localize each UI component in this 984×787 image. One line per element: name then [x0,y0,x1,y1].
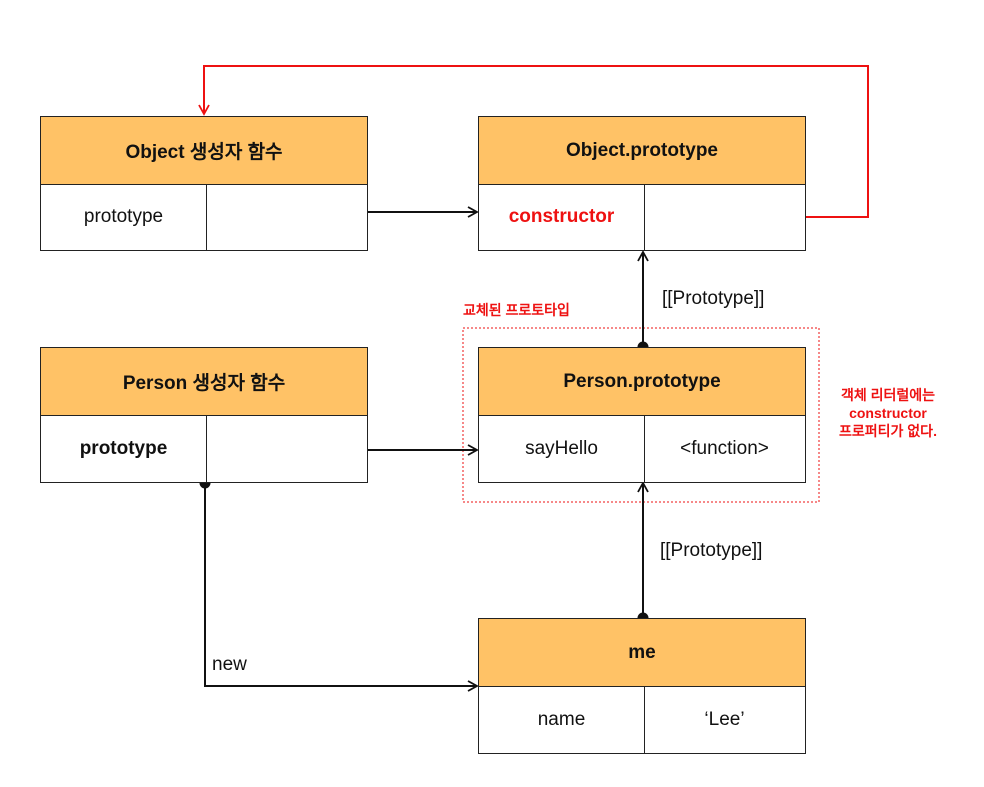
replaced-prototype-label: 교체된 프로토타입 [463,302,570,318]
note-line-1: 객체 리터럴에는 [840,387,936,403]
me-title: me [479,619,805,687]
person-constructor-box: Person 생성자 함수 prototype [40,347,368,483]
proto-link-label-lower: [[Prototype]] [660,540,763,561]
object-constructor-prototype-key: prototype [41,184,207,250]
object-prototype-title: Object.prototype [479,117,805,185]
me-name-key: name [479,686,645,753]
me-name-value: ‘Lee’ [704,708,745,730]
person-prototype-sayhello-key: sayHello [479,415,645,482]
constructor-missing-note: 객체 리터럴에는 constructor 프로퍼티가 없다. [826,386,950,440]
object-prototype-constructor-value [644,184,805,250]
replaced-prototype-frame [462,327,820,503]
proto-link-label-upper: [[Prototype]] [662,288,765,309]
object-constructor-title: Object 생성자 함수 [41,117,367,185]
person-prototype-sayhello-value: <function> [680,437,769,459]
person-constructor-prototype-key: prototype [41,415,207,482]
person-constructor-title: Person 생성자 함수 [41,348,367,416]
new-label: new [212,654,247,675]
note-line-2: constructor [849,405,927,421]
person-prototype-title: Person.prototype [479,348,805,416]
object-prototype-box: Object.prototype constructor [478,116,806,251]
object-constructor-prototype-value [206,184,367,250]
person-constructor-prototype-value [206,415,367,482]
person-prototype-box: Person.prototype sayHello <function> [478,347,806,483]
object-prototype-constructor-key: constructor [479,184,645,250]
new-arrow [204,483,479,692]
me-box: me name ‘Lee’ [478,618,806,754]
note-line-3: 프로퍼티가 없다. [839,423,937,439]
constructor-arrow [198,65,869,218]
object-constructor-box: Object 생성자 함수 prototype [40,116,368,251]
